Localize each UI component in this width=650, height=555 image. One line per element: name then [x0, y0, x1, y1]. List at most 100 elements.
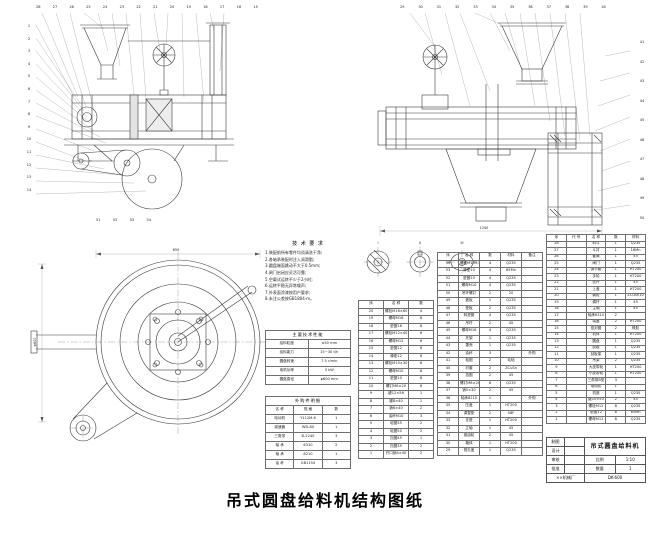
table-row: 21 上盖 1 HT200 — [546, 286, 646, 294]
disc-circles — [95, 259, 261, 425]
callout-number: 15 — [253, 5, 258, 9]
spec-table-title: 主要技术性能 — [265, 330, 351, 340]
callout-number: 25 — [86, 5, 91, 9]
table-row: 50 吊环螺钉 2 20 — [437, 289, 543, 298]
callout-number: 8 — [27, 112, 31, 117]
qty-value: 1 — [614, 464, 646, 474]
right-cylinder — [547, 132, 603, 226]
callout-number: 52 — [112, 218, 118, 222]
callout-number: 21 — [153, 5, 158, 9]
callout-number: 9 — [27, 124, 31, 129]
scale-value: 1:10 — [614, 455, 646, 465]
technical-notes: 技 术 要 求 1.装配前所有零件均须清洗干净;2.各轴承装配时注入润滑脂;3.… — [265, 240, 351, 303]
drawing-number: DK-600 — [584, 473, 646, 483]
column-header: 备注 — [521, 252, 543, 261]
callout-number: 32 — [454, 5, 460, 9]
table-row: 48 垫板 2 Q235 — [437, 304, 543, 313]
callout-number: 39 — [583, 5, 588, 9]
table-row: 17 螺栓M12×40 6 — [358, 330, 434, 339]
callout-number: 12 — [26, 162, 32, 167]
callout-number: 45 — [639, 118, 645, 123]
role-label: 制图 — [546, 437, 565, 447]
dimension-lines — [38, 250, 261, 423]
callout-number: 42 — [639, 59, 645, 64]
table-row: 52 垫圈10 4 Q235 — [437, 274, 543, 283]
callout-number: 22 — [136, 5, 141, 9]
leader-lines — [35, 12, 225, 195]
dimension-value: φ600 — [33, 338, 37, 347]
table-row: 43 罩壳 1 Q235 — [437, 342, 543, 351]
table-row: 8 键8×40 1 — [358, 397, 434, 406]
callout-number: 38 — [564, 5, 570, 9]
detail-label: III — [461, 241, 464, 245]
note-line: 3.圆盘端面跳动不大于0.5mm; — [265, 263, 321, 269]
purchase-table-title: 外购件明细 — [265, 396, 351, 406]
callout-number: 17 — [219, 5, 225, 9]
table-row: 49 盖板 1 Q235 — [437, 297, 543, 306]
table-row: 40 衬套 2 ZCuSn — [437, 364, 543, 373]
table-row: 减速器 WD-80 1 — [264, 423, 352, 433]
role-label: 审核 — [546, 455, 565, 465]
callout-number: 44 — [639, 98, 645, 103]
table-row: 38 螺钉M8×20 6 Q235 — [437, 379, 543, 388]
base-frame — [64, 138, 234, 162]
table-row: 29 视孔盖 1 Q235 — [437, 447, 543, 456]
detail-b — [409, 250, 431, 273]
company-name: ××机械厂 — [546, 473, 585, 483]
callout-number: 43 — [639, 79, 645, 84]
table-row: 39 挡圈 2 45 — [437, 372, 543, 381]
centerlines — [58, 252, 270, 441]
hopper-outline — [498, 22, 566, 85]
table-row: 47 斜垫圈 4 Q235 — [437, 312, 543, 321]
callout-number: 51 — [96, 218, 101, 222]
callout-number: 26 — [69, 5, 74, 9]
callout-number: 50 — [639, 215, 645, 220]
table-row: 9 键12×56 1 — [358, 390, 434, 399]
table-row: 32 立轴 1 45 — [437, 424, 543, 433]
table-row: 轴 承 6310 2 — [264, 441, 352, 451]
callout-number: 2 — [27, 36, 31, 41]
callout-number: 54 — [146, 218, 151, 222]
callout-number: 1 — [27, 24, 31, 28]
machine-body — [377, 84, 577, 161]
note-line: 7.外表面涂漆按用户要求; — [265, 289, 311, 295]
callout-number: 18 — [203, 5, 208, 9]
column-header: 数 — [479, 252, 501, 261]
table-row: 15 垫圈12 6 — [358, 345, 434, 354]
callout-number: 10 — [26, 137, 32, 142]
note-line: 5.空载试运转不少于2小时; — [265, 276, 313, 282]
callout-number: 30 — [418, 5, 423, 9]
qty-label: 数量 — [584, 464, 616, 474]
scale-label: 比例 — [584, 455, 616, 465]
table-row: 13 螺栓M10×30 8 — [358, 360, 434, 369]
table-row: 三角带 B-2240 3 — [264, 432, 352, 442]
table-row: 给料粒度 ≤50 mm — [265, 339, 351, 349]
callout-number: 33 — [473, 5, 478, 9]
table-row: 10 螺钉M8×20 6 — [358, 382, 434, 391]
role-label: 批准 — [546, 464, 565, 474]
callout-number: 46 — [639, 137, 645, 142]
callout-number: 5 — [27, 74, 31, 79]
purchase-table: 外购件明细 名 称规 格数 电动机 Y112M-6 1 减速器 WD-80 1 … — [264, 396, 352, 469]
table-row: 电机功率 3 kW — [265, 366, 351, 376]
column-header: 材料 — [500, 252, 522, 261]
machine-body — [71, 94, 227, 140]
drive-shaft — [30, 285, 257, 354]
callout-number: 36 — [528, 5, 533, 9]
callout-number: 13 — [26, 175, 32, 180]
table-row: 14 弹垫12 6 — [358, 352, 434, 361]
lower-housing — [445, 148, 537, 222]
table-row: 45 螺母M16 4 Q235 — [437, 327, 543, 336]
detail-label: I — [378, 241, 379, 245]
column-header: 名 称 — [458, 252, 480, 261]
table-row: 油 杯 GB1154 3 — [264, 459, 352, 469]
table-row: 27 斗衬 1 16Mn — [546, 247, 646, 255]
top-plate — [149, 313, 207, 371]
callout-number: 31 — [436, 5, 442, 9]
table-row: 42 油杯 3 外购 — [437, 349, 543, 358]
callout-number: 6 — [27, 87, 31, 92]
role-label: 设计 — [546, 446, 565, 456]
